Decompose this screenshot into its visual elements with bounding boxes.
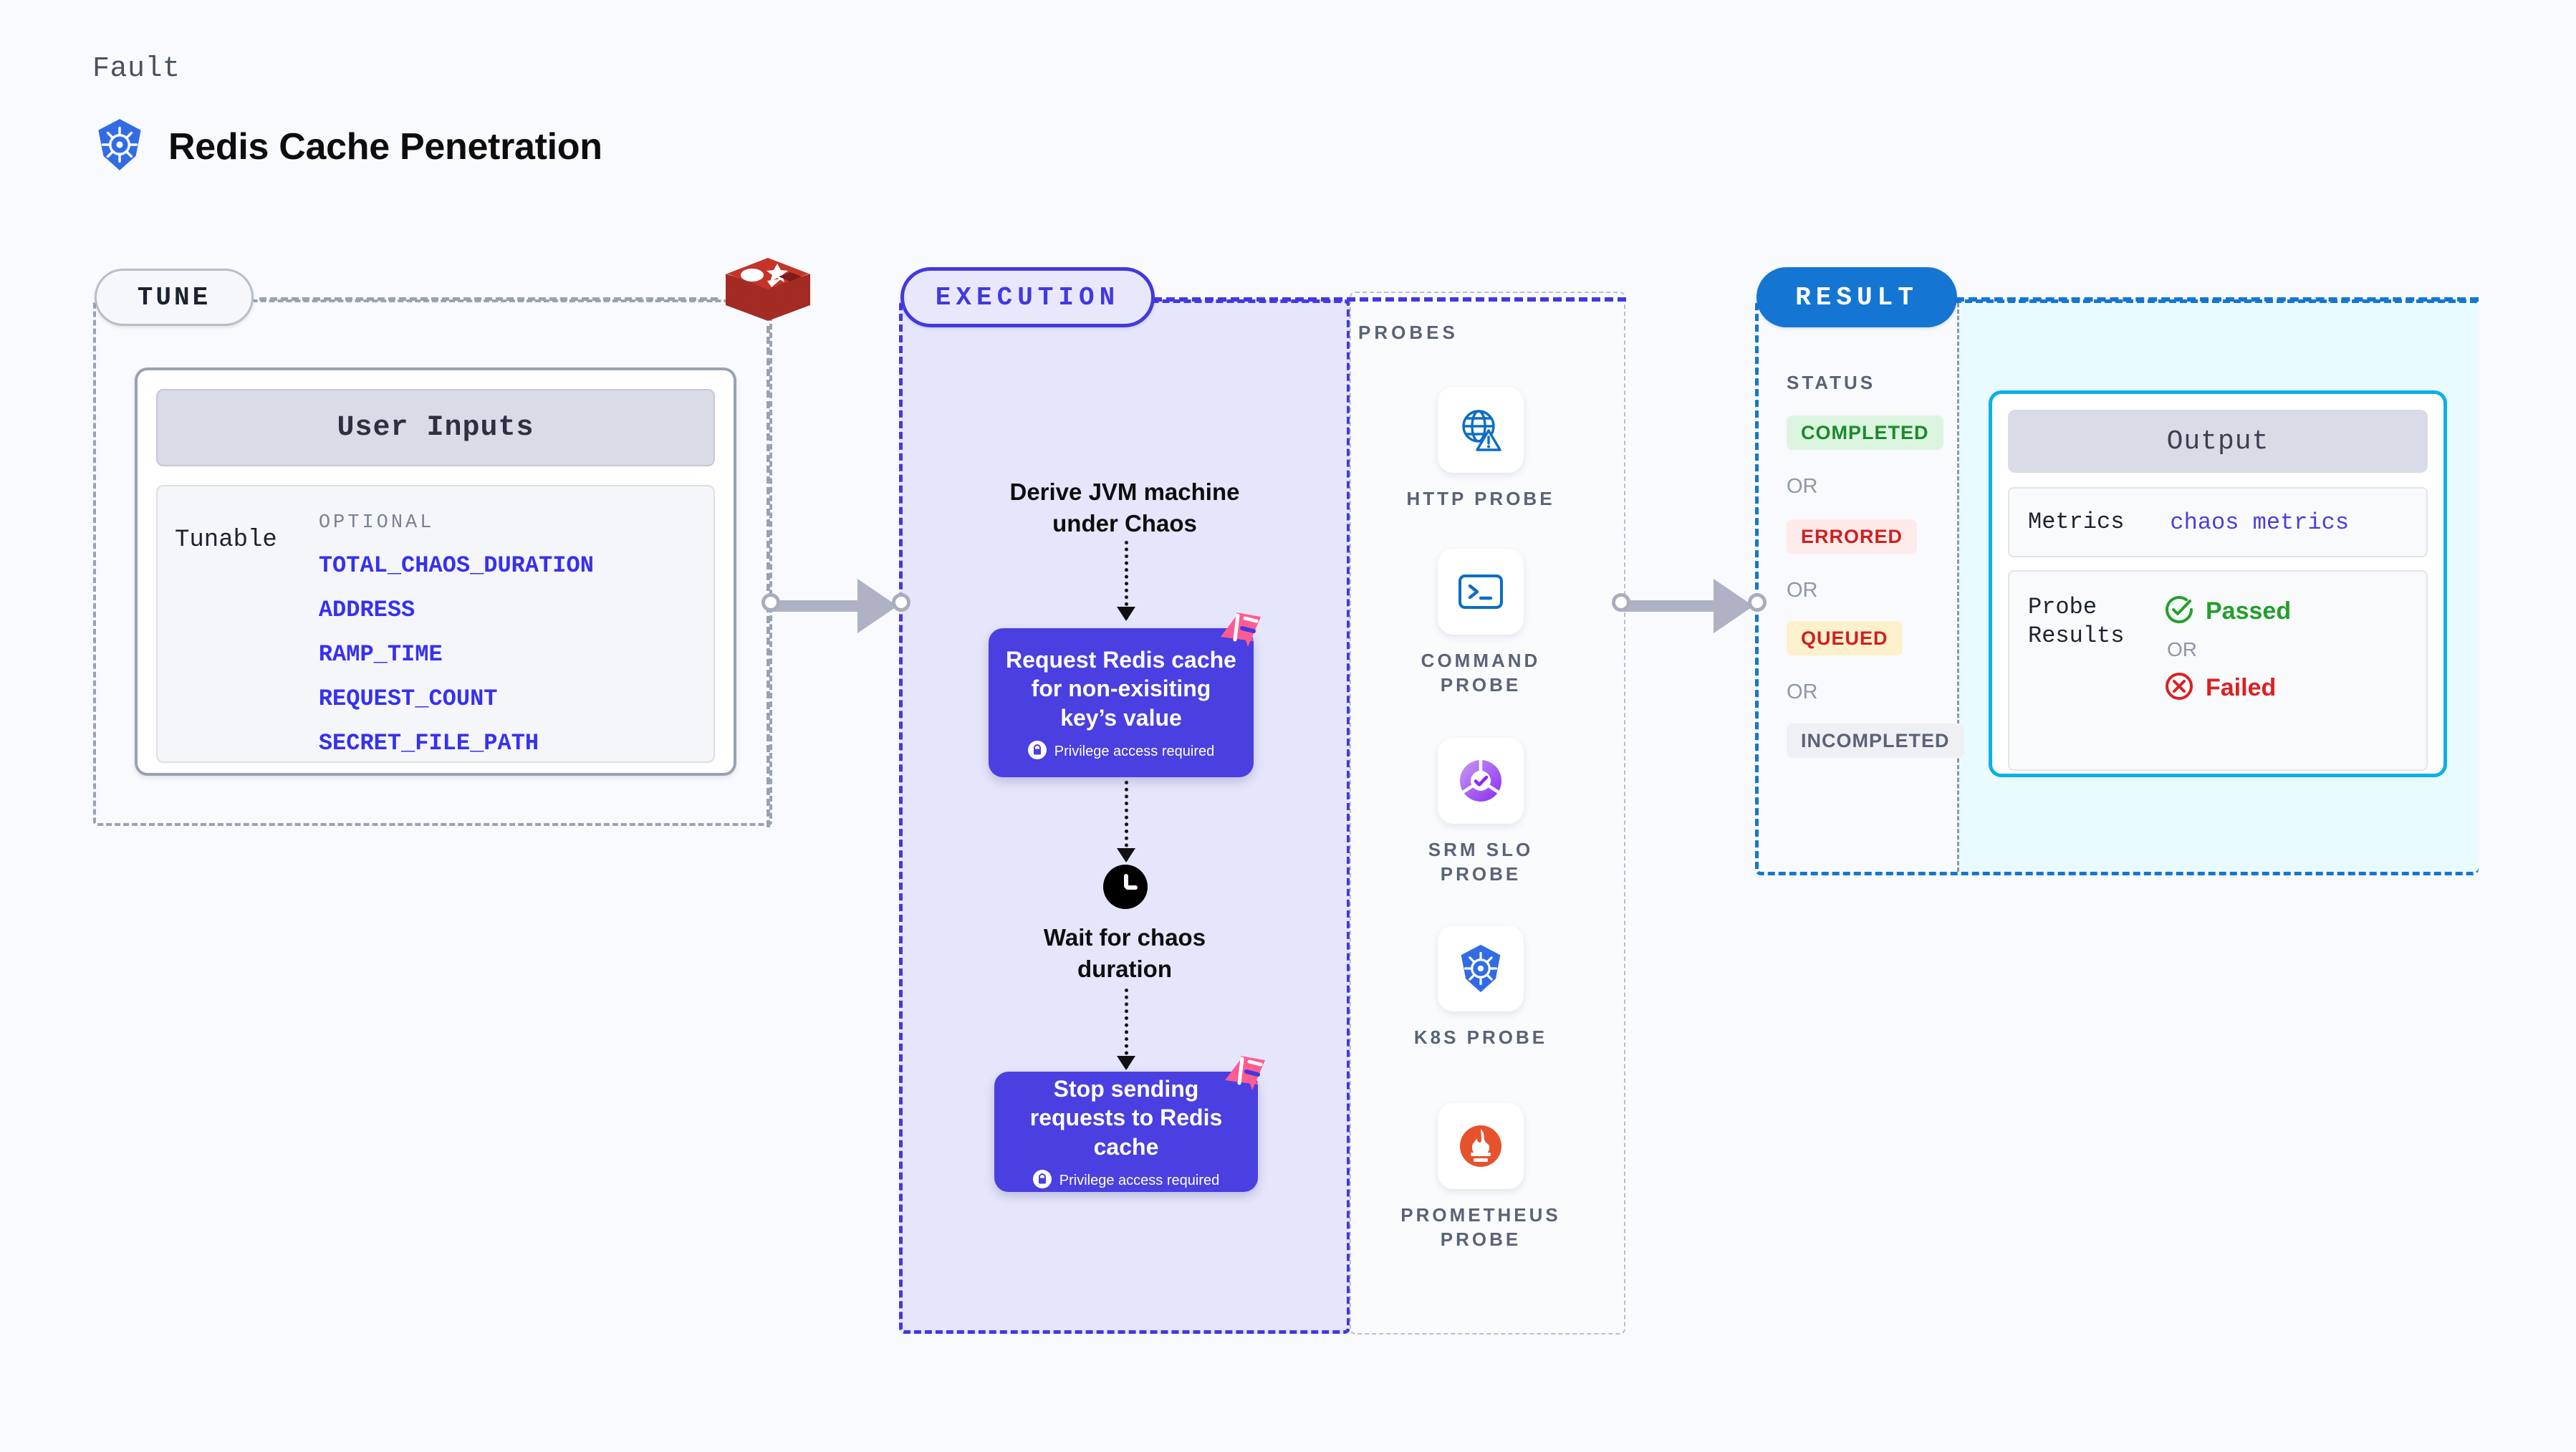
action-card-title: Request Redis cache for non-exisiting ke… xyxy=(1006,647,1236,731)
probe-label: K8S PROBE xyxy=(1413,1027,1548,1048)
status-or: OR xyxy=(1787,475,1818,498)
x-circle-icon xyxy=(2164,671,2194,705)
privilege-row: Privilege access required xyxy=(1032,1169,1220,1192)
prometheus-icon xyxy=(1438,1103,1524,1189)
tunable-param[interactable]: ADDRESS xyxy=(318,597,415,623)
status-or: OR xyxy=(1787,681,1818,703)
tunable-param[interactable]: REQUEST_COUNT xyxy=(318,686,498,712)
probe-result-or: OR xyxy=(2167,638,2197,660)
status-or: OR xyxy=(1787,579,1818,602)
page-title: Redis Cache Penetration xyxy=(168,125,602,168)
privilege-row: Privilege access required xyxy=(1027,740,1215,763)
privilege-text: Privilege access required xyxy=(1059,1172,1220,1188)
page-title-row: Redis Cache Penetration xyxy=(92,117,602,176)
litmus-chaos-icon xyxy=(1216,610,1269,653)
status-badge-completed: COMPLETED xyxy=(1787,415,1943,450)
output-card: Output Metrics chaos metrics Probe Resul… xyxy=(1989,390,2447,777)
result-connector-dash xyxy=(1956,297,2479,302)
action-card-stop-requests[interactable]: Stop sending requests to Redis cache Pri… xyxy=(994,1056,1265,1192)
metrics-label: Metrics xyxy=(2028,509,2125,535)
status-heading: STATUS xyxy=(1787,372,1876,393)
tune-pill[interactable]: TUNE xyxy=(95,269,254,326)
optional-heading: OPTIONAL xyxy=(318,512,435,534)
tune-vertical-dash xyxy=(766,326,770,827)
result-inner-divider xyxy=(1957,303,1959,872)
tune-connector-dash xyxy=(259,297,718,301)
tunable-block: Tunable OPTIONAL TOTAL_CHAOS_DURATION AD… xyxy=(156,485,715,763)
tune-section-boundary xyxy=(93,299,772,826)
tunable-param[interactable]: RAMP_TIME xyxy=(318,641,443,668)
optional-params-list: OPTIONAL TOTAL_CHAOS_DURATION ADDRESS RA… xyxy=(297,512,594,761)
user-inputs-card: User Inputs Tunable OPTIONAL TOTAL_CHAOS… xyxy=(135,367,736,776)
terminal-icon xyxy=(1438,549,1524,635)
result-pill[interactable]: RESULT xyxy=(1756,267,1957,327)
metrics-value[interactable]: chaos metrics xyxy=(2170,509,2350,536)
probe-http[interactable]: HTTP PROBE xyxy=(1384,387,1577,511)
passed-label: Passed xyxy=(2206,597,2292,625)
probe-results-states: Passed OR Failed xyxy=(2164,593,2291,769)
litmus-chaos-icon xyxy=(1221,1053,1274,1096)
probe-command[interactable]: COMMAND PROBE xyxy=(1384,549,1577,698)
tunable-label: Tunable xyxy=(175,527,277,554)
execution-pill[interactable]: EXECUTION xyxy=(900,267,1155,327)
lock-icon xyxy=(1032,1169,1052,1192)
check-circle-icon xyxy=(2164,595,2194,628)
output-probe-results-row: Probe Results Passed OR xyxy=(2008,570,2428,771)
lock-icon xyxy=(1027,740,1047,763)
probe-label: HTTP PROBE xyxy=(1406,488,1555,509)
step-derive-jvm: Derive JVM machine under Chaos xyxy=(1009,479,1240,537)
action-card-request-redis[interactable]: Request Redis cache for non-exisiting ke… xyxy=(989,612,1261,777)
probe-label: PROMETHEUS PROBE xyxy=(1400,1204,1561,1250)
redis-logo xyxy=(721,252,814,337)
tunable-param[interactable]: SECRET_FILE_PATH xyxy=(318,730,539,756)
kubernetes-icon xyxy=(1438,925,1524,1011)
globe-warning-icon xyxy=(1438,387,1524,473)
kubernetes-icon xyxy=(92,117,148,176)
probe-k8s[interactable]: K8S PROBE xyxy=(1384,925,1577,1050)
failed-label: Failed xyxy=(2206,674,2277,701)
probe-results-label: Probe Results xyxy=(2028,594,2125,649)
clock-icon xyxy=(1103,865,1148,909)
status-badge-errored: ERRORED xyxy=(1787,519,1918,554)
probe-label: SRM SLO PROBE xyxy=(1428,839,1534,885)
connector-tune-to-execution xyxy=(761,579,910,633)
tunable-param[interactable]: TOTAL_CHAOS_DURATION xyxy=(318,552,594,579)
probe-prometheus[interactable]: PROMETHEUS PROBE xyxy=(1384,1103,1577,1252)
execution-connector-dash xyxy=(1153,297,1626,302)
srm-slo-donut-icon xyxy=(1438,738,1524,824)
privilege-text: Privilege access required xyxy=(1054,743,1215,759)
output-metrics-row: Metrics chaos metrics xyxy=(2008,487,2428,557)
action-card-title: Stop sending requests to Redis cache xyxy=(1029,1076,1223,1160)
page-eyebrow: Fault xyxy=(92,53,181,85)
status-badge-incompleted: INCOMPLETED xyxy=(1787,723,1964,758)
probe-srm-slo[interactable]: SRM SLO PROBE xyxy=(1384,738,1577,887)
probe-result-failed: Failed xyxy=(2164,671,2291,705)
probe-label: COMMAND PROBE xyxy=(1421,650,1541,696)
step-wait-chaos: Wait for chaos duration xyxy=(1043,924,1206,982)
output-title: Output xyxy=(2008,410,2428,473)
status-badge-queued: QUEUED xyxy=(1787,621,1903,655)
probe-result-passed: Passed xyxy=(2164,595,2291,628)
probes-heading: PROBES xyxy=(1358,322,1458,343)
connector-execution-to-result xyxy=(1612,579,1767,633)
user-inputs-title: User Inputs xyxy=(156,389,715,466)
